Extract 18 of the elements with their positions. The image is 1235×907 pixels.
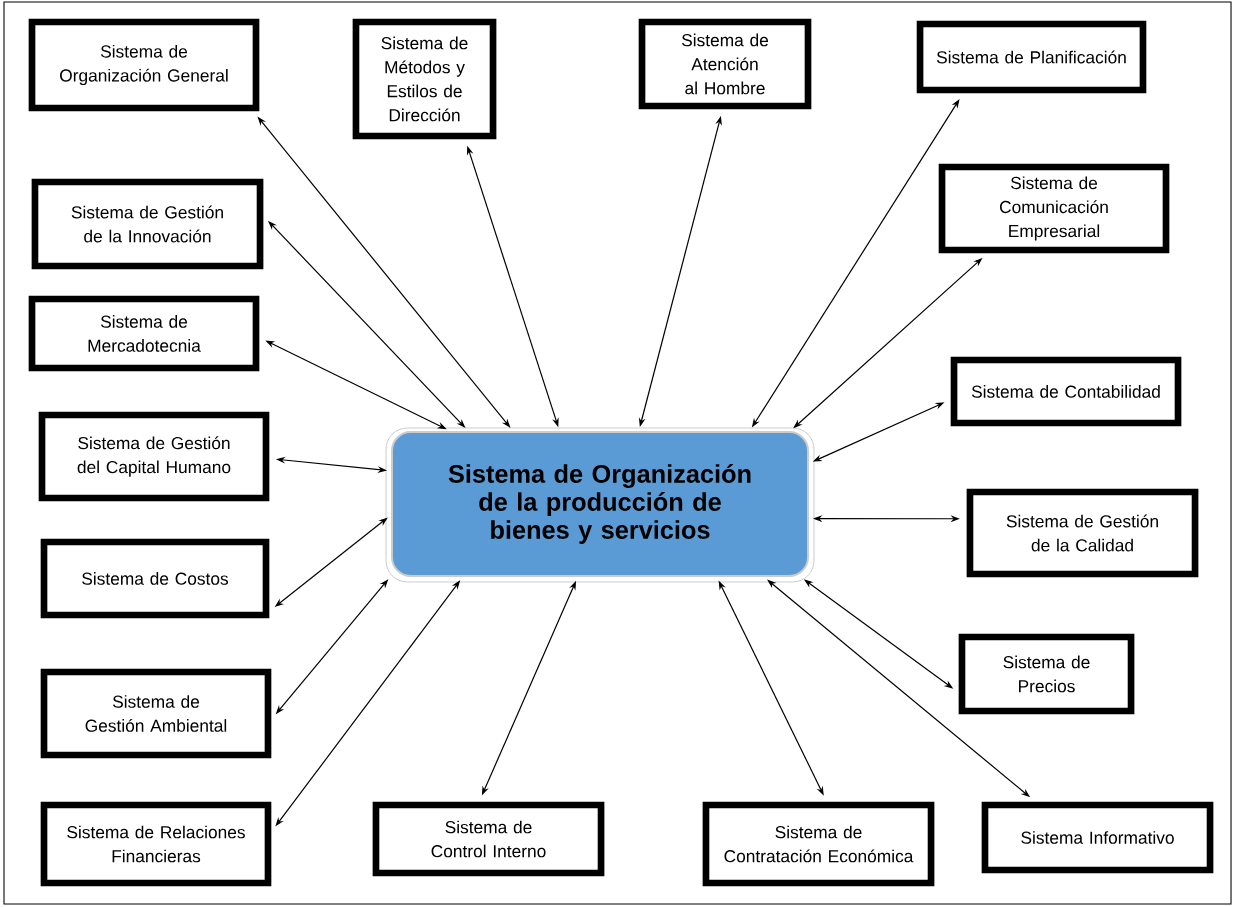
system-box: Sistema de Contabilidad	[950, 356, 1182, 427]
system-box: Sistema de Organización General	[28, 18, 260, 112]
system-box: Sistema Informativo	[981, 801, 1214, 874]
system-box: Sistema de Atención al Hombre	[638, 18, 812, 110]
system-box: Sistema de Gestión del Capital Humano	[38, 411, 270, 502]
system-box: Sistema de Relaciones Financieras	[40, 801, 272, 887]
system-box: Sistema de Gestión de la Innovación	[31, 178, 264, 270]
system-box: Sistema de Mercadotecnia	[28, 295, 260, 372]
system-box: Sistema de Gestión de la Calidad	[966, 488, 1199, 578]
system-box: Sistema de Gestión Ambiental	[40, 668, 272, 759]
system-box: Sistema de Contratación Económica	[702, 801, 935, 887]
system-box: Sistema de Costos	[40, 538, 270, 619]
system-box: Sistema de Métodos y Estilos de Dirección	[352, 18, 497, 140]
central-box: Sistema de Organización de la producción de bienes y servicios	[391, 431, 809, 577]
system-box: Sistema de Control Interno	[372, 801, 605, 877]
system-box: Sistema de Comunicación Empresarial	[938, 163, 1170, 254]
system-box: Sistema de Planificación	[916, 20, 1147, 94]
system-box: Sistema de Precios	[958, 633, 1135, 715]
